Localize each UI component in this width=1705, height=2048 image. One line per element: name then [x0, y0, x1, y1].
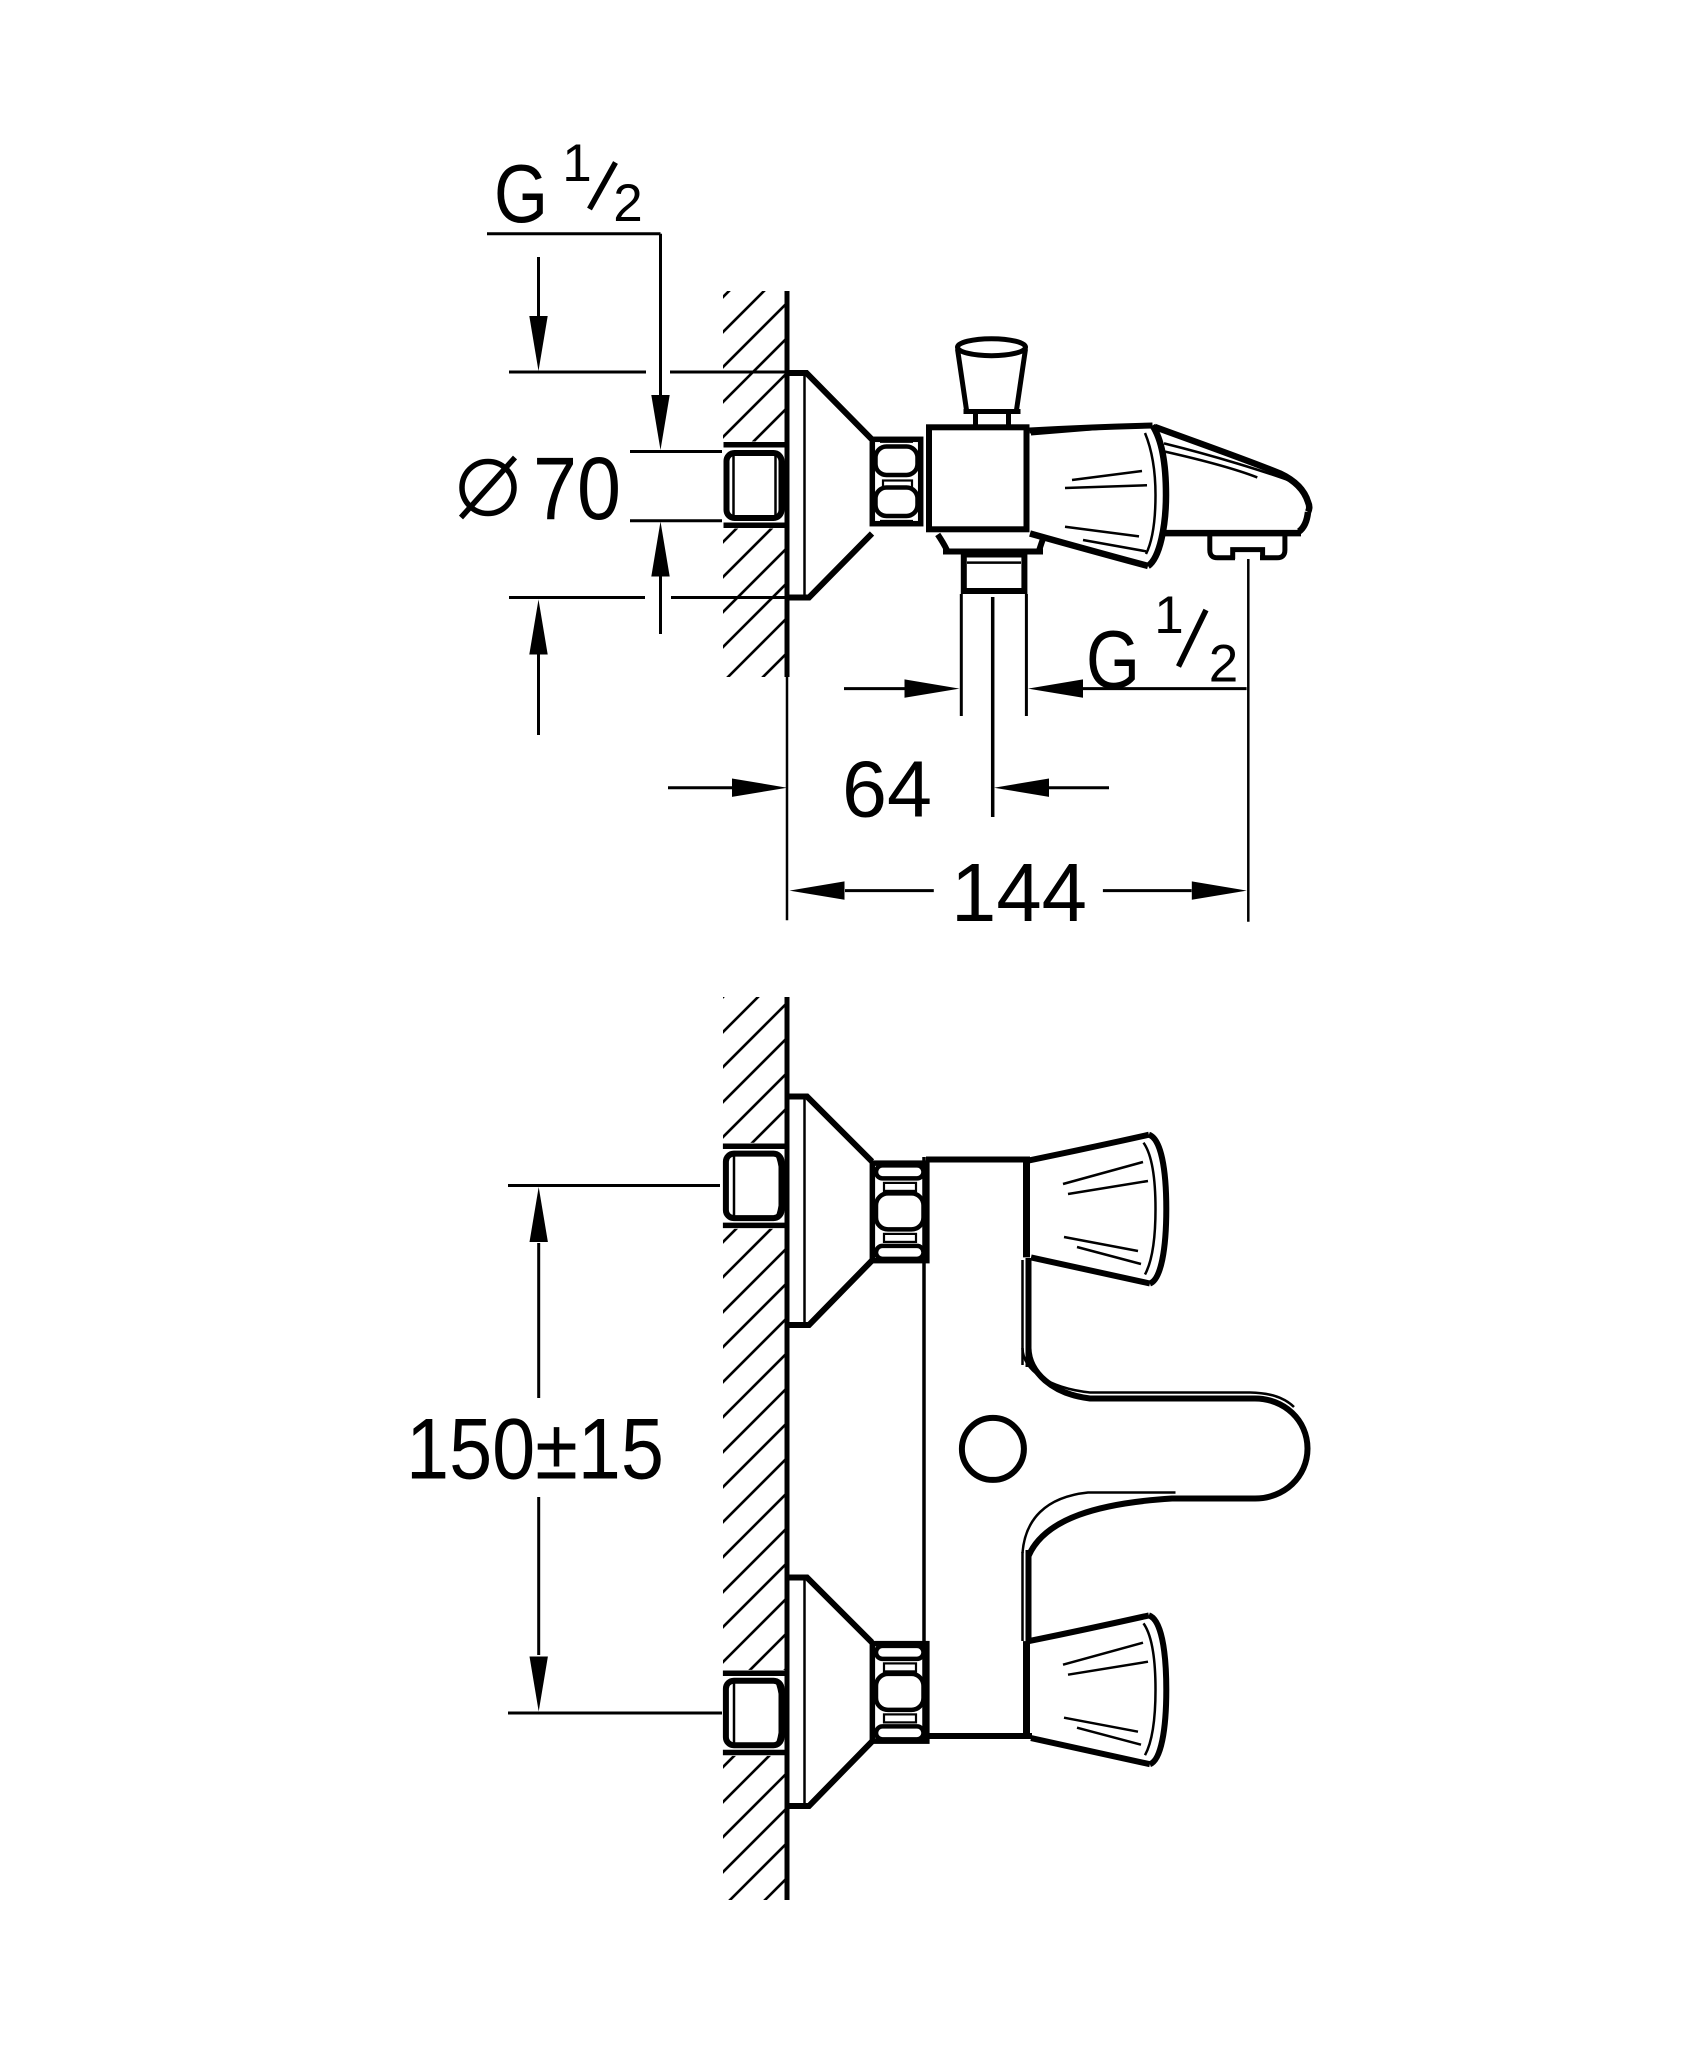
svg-text:144: 144: [951, 846, 1087, 939]
svg-text:150±15: 150±15: [406, 1402, 664, 1498]
svg-text:2: 2: [613, 174, 642, 233]
svg-text:1: 1: [1154, 586, 1183, 645]
svg-text:64: 64: [842, 745, 932, 834]
svg-text:1: 1: [562, 134, 591, 193]
svg-text:70: 70: [533, 438, 621, 538]
svg-text:G: G: [1086, 613, 1140, 706]
svg-text:2: 2: [1209, 635, 1238, 694]
svg-text:G: G: [494, 147, 548, 240]
